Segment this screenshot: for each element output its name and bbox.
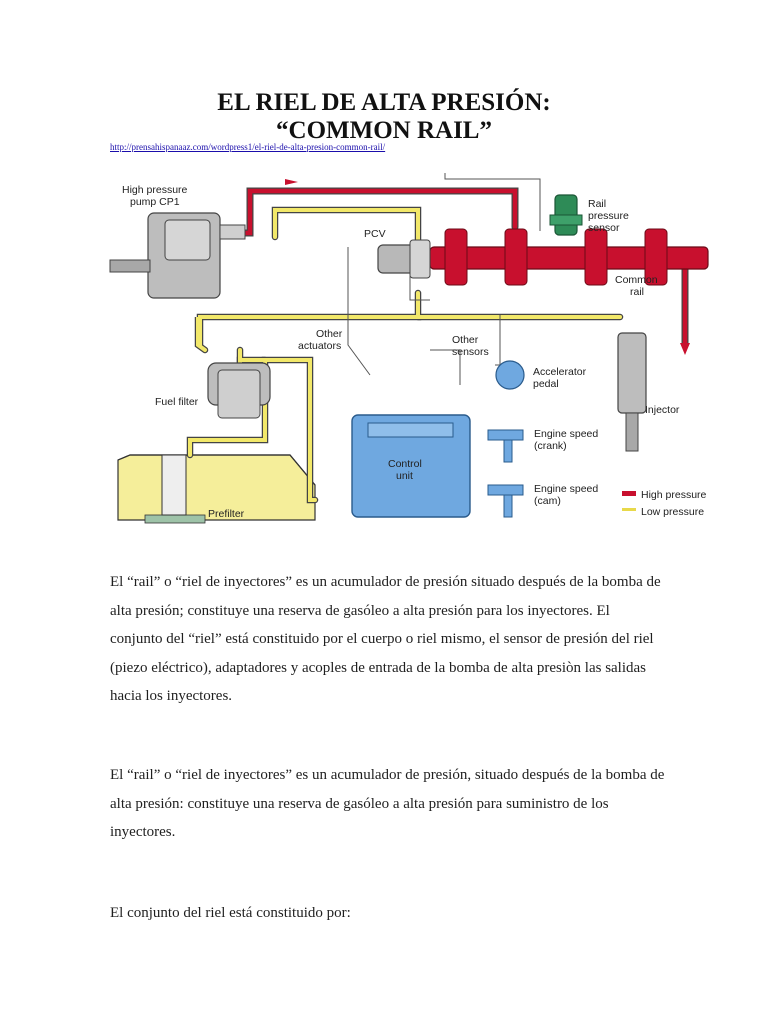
other-sensors-label-1: Other <box>452 334 479 346</box>
common-rail-label-1: Common <box>615 274 658 286</box>
engine-speed-cam-sensor: Engine speed (cam) <box>487 483 598 518</box>
rail-pressure-sensor: Rail pressure sensor <box>549 194 629 236</box>
accelerator-pedal-label-1: Accelerator <box>533 366 587 378</box>
rail-pressure-sensor-label-2: pressure <box>588 210 629 222</box>
pcv-label: PCV <box>364 228 386 240</box>
control-unit-label-2: unit <box>396 470 413 482</box>
high-pressure-pump-label-1: High pressure <box>122 184 188 196</box>
page-title: EL RIEL DE ALTA PRESIÓN: <box>217 89 551 116</box>
common-rail-diagram: Prefilter <box>109 173 709 524</box>
common-rail <box>429 228 709 286</box>
injector: Injector <box>617 332 680 452</box>
legend-low-pressure-swatch <box>622 508 636 511</box>
fuel-filter: Fuel filter <box>155 362 271 419</box>
diagram-legend: High pressure Low pressure <box>622 489 707 518</box>
rail-pressure-sensor-label-1: Rail <box>588 198 606 210</box>
other-actuators-label-2: actuators <box>298 340 341 352</box>
engine-speed-crank-label-2: (crank) <box>534 440 567 452</box>
legend-high-pressure-swatch <box>622 491 636 496</box>
other-actuators-label-1: Other <box>316 328 343 340</box>
legend-high-pressure-label: High pressure <box>641 489 707 501</box>
page-subtitle: “COMMON RAIL” <box>276 117 492 144</box>
paragraph-3: El conjunto del riel está constituido po… <box>110 905 351 921</box>
legend-low-pressure-label: Low pressure <box>641 506 704 518</box>
high-pressure-lines <box>236 179 690 355</box>
pcv-valve: PCV <box>364 228 431 279</box>
accelerator-pedal: Accelerator pedal <box>495 360 587 390</box>
fuel-tank: Prefilter <box>117 454 316 524</box>
engine-speed-crank-sensor: Engine speed (crank) <box>487 428 598 463</box>
fuel-filter-label: Fuel filter <box>155 396 199 408</box>
common-rail-label-2: rail <box>630 286 644 298</box>
prefilter-label: Prefilter <box>208 508 245 520</box>
high-pressure-pump: High pressure pump CP1 <box>109 184 246 299</box>
paragraph-2: El “rail” o “riel de inyectores” es un a… <box>110 767 665 840</box>
other-sensors-label-2: sensors <box>452 346 489 358</box>
control-unit-label-1: Control <box>388 458 422 470</box>
high-pressure-pump-label-2: pump CP1 <box>130 196 180 208</box>
engine-speed-cam-label-1: Engine speed <box>534 483 598 495</box>
paragraph-1: El “rail” o “riel de inyectores” es un a… <box>110 574 661 704</box>
rail-pressure-sensor-label-3: sensor <box>588 222 620 234</box>
injector-label: Injector <box>645 404 680 416</box>
engine-speed-cam-label-2: (cam) <box>534 495 561 507</box>
engine-speed-crank-label-1: Engine speed <box>534 428 598 440</box>
control-unit: Control unit <box>351 414 471 518</box>
source-link[interactable]: http://prensahispanaaz.com/wordpress1/el… <box>110 142 386 152</box>
accelerator-pedal-label-2: pedal <box>533 378 559 390</box>
